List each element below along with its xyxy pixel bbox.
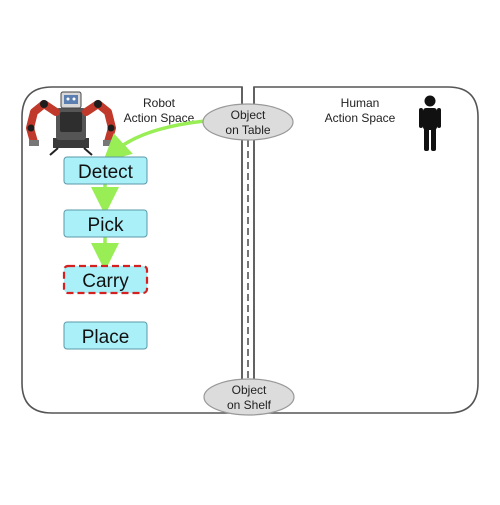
robot-space-title-line1: Robot bbox=[143, 96, 176, 110]
central-divider bbox=[241, 87, 255, 413]
robot-action-space-panel bbox=[21, 86, 243, 414]
human-action-space-panel bbox=[253, 86, 479, 414]
object-on-shelf-node: Object on Shelf bbox=[203, 378, 295, 416]
step-detect: Detect bbox=[63, 156, 148, 185]
object-on-table-line1: Object bbox=[231, 108, 266, 122]
person-icon bbox=[419, 95, 441, 151]
step-pick: Pick bbox=[63, 209, 148, 238]
human-space-title-line1: Human bbox=[341, 96, 380, 110]
robot-icon bbox=[26, 91, 116, 156]
step-place: Place bbox=[63, 321, 148, 350]
step-place-label: Place bbox=[82, 327, 130, 348]
step-carry-label: Carry bbox=[82, 271, 129, 292]
object-on-shelf-line2: on Shelf bbox=[227, 398, 272, 412]
arrow-table-to-detect bbox=[102, 119, 206, 163]
human-space-title-line2: Action Space bbox=[325, 111, 396, 125]
object-on-shelf-line1: Object bbox=[232, 383, 267, 397]
step-pick-label: Pick bbox=[88, 215, 124, 236]
object-on-table-line2: on Table bbox=[225, 123, 270, 137]
step-detect-label: Detect bbox=[78, 162, 134, 183]
object-on-table-node: Object on Table bbox=[202, 103, 294, 141]
step-carry: Carry bbox=[62, 264, 149, 295]
robot-space-title-line2: Action Space bbox=[124, 111, 195, 125]
